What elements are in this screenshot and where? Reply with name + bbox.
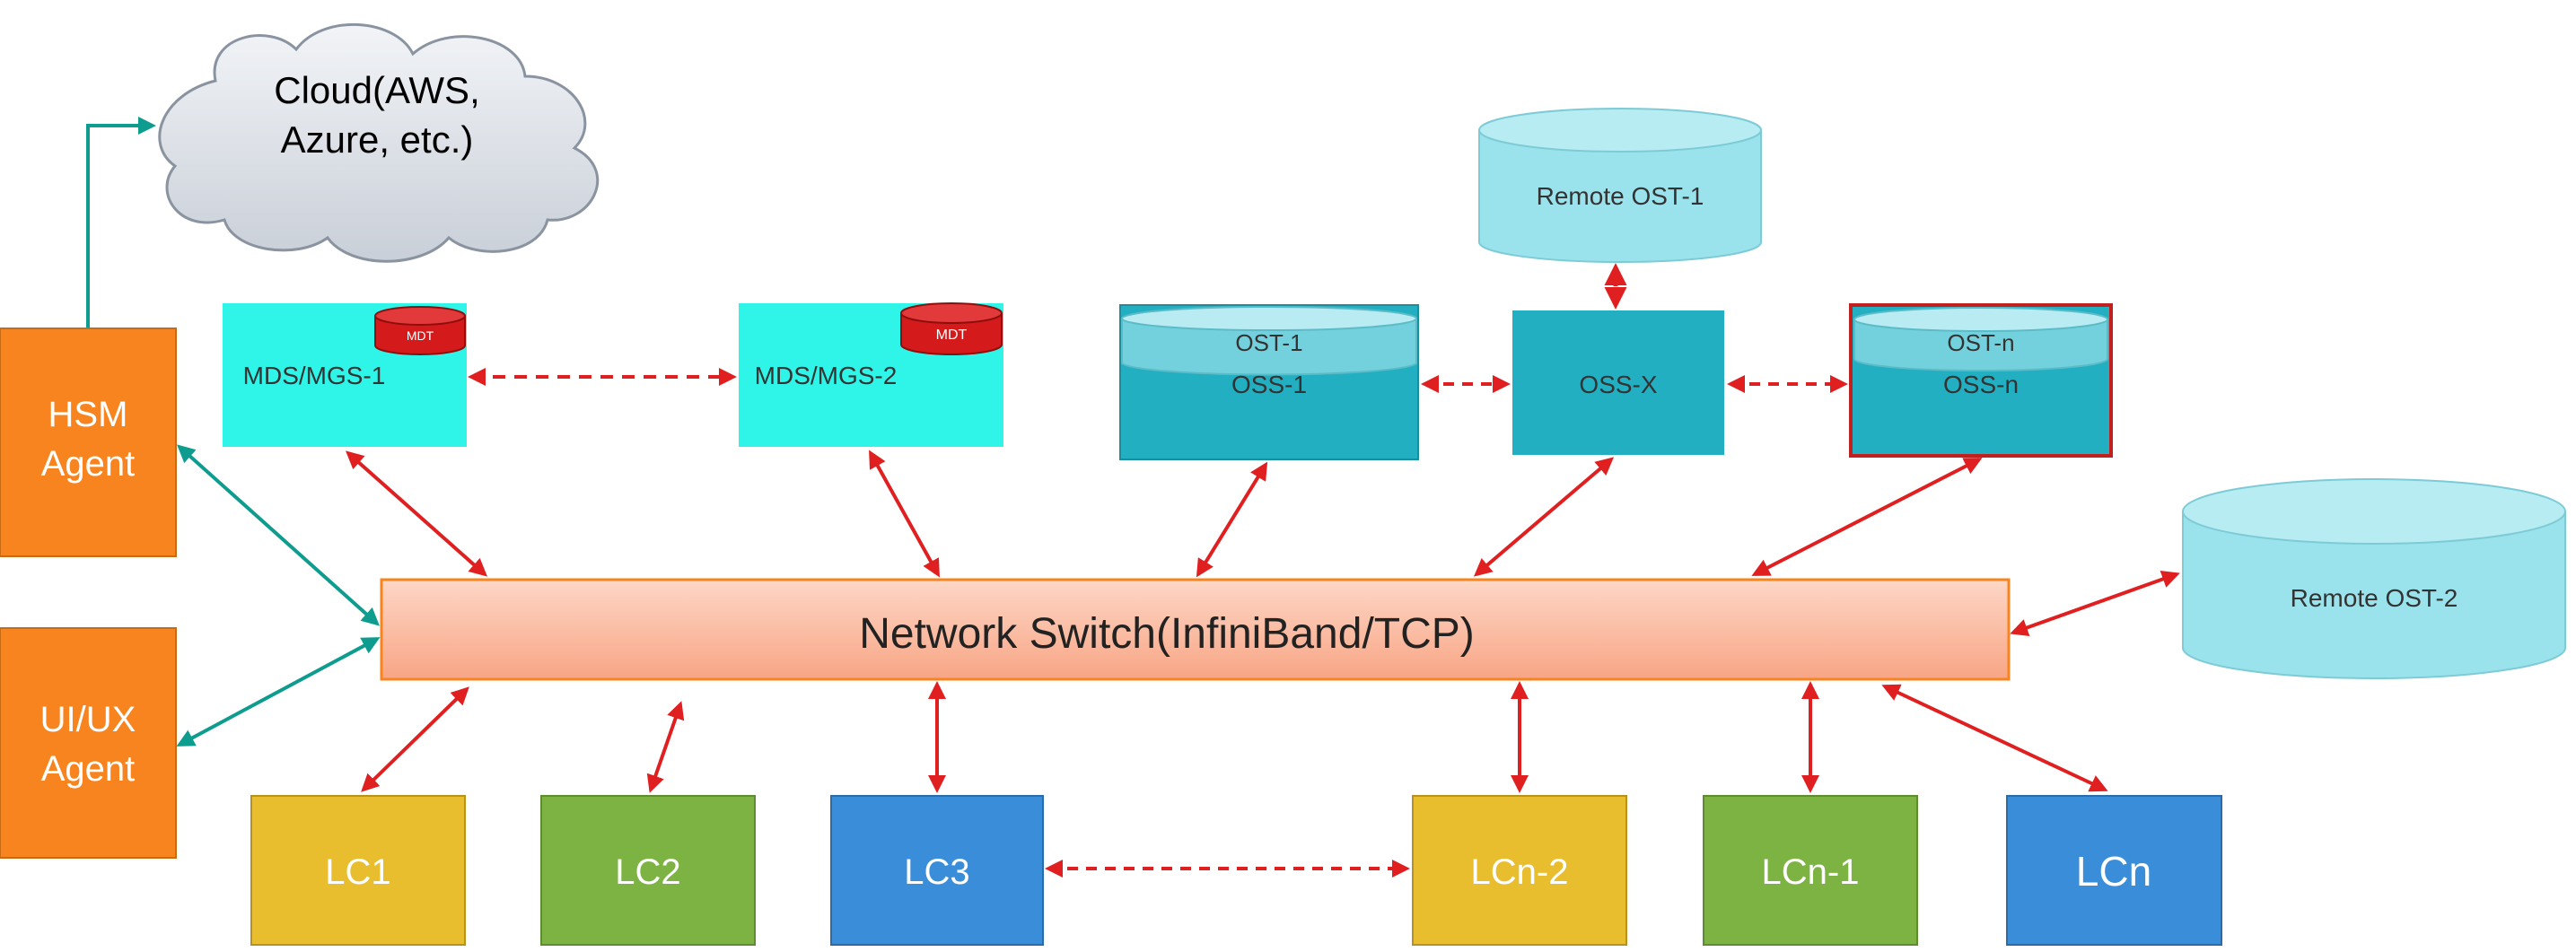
remote-ost-2-label: Remote OST-2 <box>2291 584 2458 612</box>
remote-ost-1-label: Remote OST-1 <box>1537 182 1704 210</box>
oss-x-label: OSS-X <box>1579 371 1657 398</box>
network-switch-label: Network Switch(InfiniBand/TCP) <box>859 610 1475 658</box>
client-lc3-box <box>830 795 1044 946</box>
client-lcn-1-label: LCn-1 <box>1762 852 1860 892</box>
mdt-1-label: MDT <box>407 328 434 343</box>
client-lcn-1-box <box>1703 795 1918 946</box>
ost-1-disk-icon <box>1121 306 1417 376</box>
mds-mgs-2-node: MDS/MGS-2 MDT <box>739 302 1003 447</box>
ossx-switch-link <box>1473 457 1615 577</box>
client-lcn-box <box>2006 795 2222 946</box>
remote-ost2-switch-link <box>2010 570 2180 637</box>
cloud-shape: Cloud(AWS, Azure, etc.) <box>158 23 600 263</box>
ost-1-label: OST-1 <box>1235 329 1302 356</box>
client-lc2-label: LC2 <box>615 852 680 892</box>
lc1-switch-link <box>361 686 469 792</box>
mds-mgs-2-label: MDS/MGS-2 <box>755 362 898 389</box>
lc2-switch-link <box>646 701 685 793</box>
lcn-switch-link <box>1881 684 2108 792</box>
hsm-agent-label-line1: HSM <box>48 395 128 434</box>
uiux-agent-label-line2: Agent <box>41 749 136 789</box>
oss-1-node: OST-1 OSS-1 <box>1119 304 1419 460</box>
ost-n-disk-icon <box>1853 307 2108 371</box>
client-lcn-2-node: LCn-2 <box>1412 795 1627 946</box>
ost-n-label: OST-n <box>1947 329 2014 356</box>
oss1-switch-link <box>1196 461 1268 578</box>
remote-ost-2-node: Remote OST-2 <box>2182 478 2566 679</box>
client-lcn-2-label: LCn-2 <box>1471 852 1569 892</box>
oss-n-label: OSS-n <box>1943 371 2019 398</box>
hsm-agent-label-line2: Agent <box>41 444 136 484</box>
client-lcn-label: LCn <box>2076 848 2151 895</box>
client-lcn-node: LCn <box>2006 795 2222 946</box>
network-switch-node: Network Switch(InfiniBand/TCP) <box>380 578 2011 681</box>
oss-x-node: OSS-X <box>1512 310 1724 455</box>
mds2-switch-link <box>869 450 940 578</box>
client-lcn-1-node: LCn-1 <box>1703 795 1918 946</box>
client-lc3-node: LC3 <box>830 795 1044 946</box>
client-lc2-box <box>540 795 756 946</box>
mdt-1-disk-icon: MDT <box>374 306 466 355</box>
client-lc3-label: LC3 <box>904 852 969 892</box>
mds-mgs-1-node: MDS/MGS-1 MDT <box>223 303 467 447</box>
mds-mgs-1-label: MDS/MGS-1 <box>243 362 386 389</box>
client-lcn-2-box <box>1412 795 1627 946</box>
uiux-agent-node: UI/UX Agent <box>0 627 177 859</box>
client-lc2-node: LC2 <box>540 795 756 946</box>
cloud-label-line2: Azure, etc.) <box>281 118 474 161</box>
hsm-switch-link <box>177 444 380 626</box>
client-lc1-label: LC1 <box>325 852 390 892</box>
hsm-agent-node: HSM Agent <box>0 328 177 557</box>
mds1-switch-link <box>346 450 487 577</box>
cloud-label-line1: Cloud(AWS, <box>274 69 480 111</box>
uiux-switch-link <box>176 637 381 747</box>
client-lc1-box <box>250 795 466 946</box>
ossn-switch-link <box>1751 458 1983 576</box>
oss-1-label: OSS-1 <box>1231 371 1307 398</box>
hsm-cloud-link <box>86 117 156 328</box>
uiux-agent-label-line1: UI/UX <box>40 700 136 739</box>
mdt-2-disk-icon: MDT <box>900 302 1003 355</box>
remote-ost-1-node: Remote OST-1 <box>1478 108 1762 263</box>
oss-n-node: OST-n OSS-n <box>1849 303 2113 458</box>
client-lc1-node: LC1 <box>250 795 466 946</box>
mdt-2-label: MDT <box>936 328 968 343</box>
